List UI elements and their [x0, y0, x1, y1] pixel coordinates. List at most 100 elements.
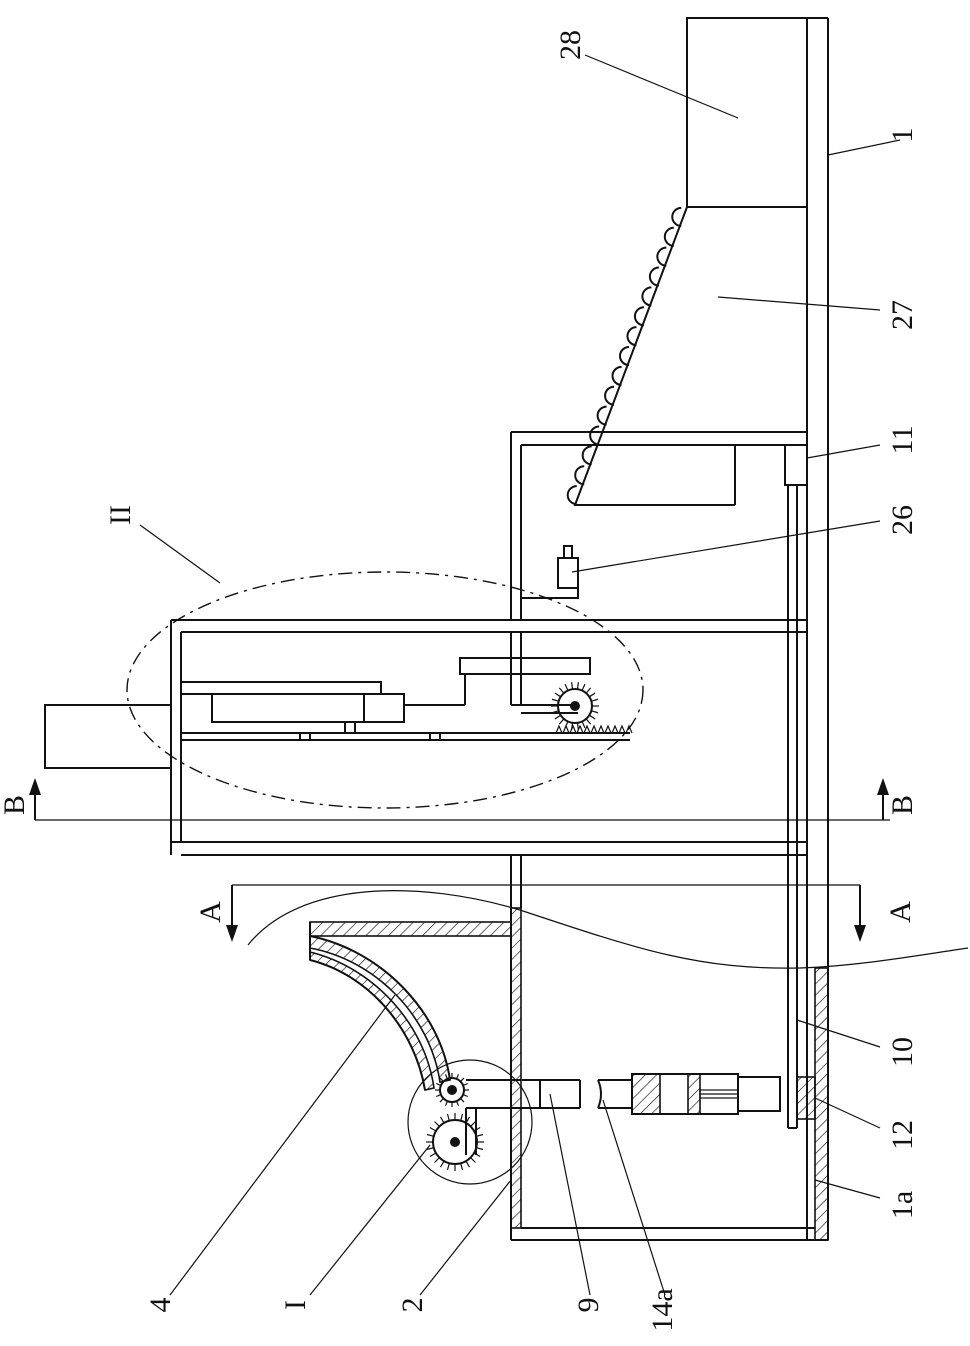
gear-tooth: [589, 715, 595, 719]
gear-upper: [551, 682, 599, 730]
sensor-26: [521, 546, 578, 598]
cylinder-14a: [598, 1074, 815, 1119]
rod-10: [788, 485, 797, 1128]
hopper-teeth: [568, 208, 682, 504]
gear-tooth: [434, 1121, 439, 1126]
internal-mechanism: [181, 632, 630, 740]
label-1: 1: [886, 128, 919, 143]
gear-tooth: [461, 1114, 463, 1121]
gear-tooth: [440, 1098, 444, 1102]
rack-tooth: [570, 726, 576, 733]
leader-II: [140, 525, 220, 583]
gear-tooth: [555, 715, 561, 719]
svg-text:2: 2: [396, 1298, 429, 1313]
gear-tooth: [434, 1158, 439, 1163]
rack-tooth: [556, 726, 562, 733]
lower-cabinet: [511, 855, 828, 1240]
gear-tooth: [582, 684, 585, 690]
label-B-left: B: [0, 795, 31, 815]
label-B-right: B: [886, 795, 919, 815]
rack-tooth: [563, 726, 569, 733]
svg-text:10: 10: [886, 1037, 919, 1067]
svg-text:A: A: [884, 901, 917, 923]
gear-tooth: [474, 1128, 480, 1132]
gear-tooth: [445, 1101, 447, 1106]
gear-tooth: [476, 1148, 483, 1150]
svg-text:A: A: [194, 901, 227, 923]
svg-text:12: 12: [886, 1120, 919, 1150]
label-A-left: A: [194, 901, 227, 923]
gear-tooth: [471, 1121, 476, 1126]
label-10: 10: [886, 1037, 919, 1067]
svg-text:9: 9: [572, 1298, 605, 1313]
gear-hub: [447, 1085, 457, 1095]
gear-tooth: [460, 1098, 464, 1102]
label-12: 12: [886, 1120, 919, 1150]
gear-tooth: [552, 699, 559, 701]
gear-tooth: [447, 1114, 449, 1121]
rack-tooth: [591, 726, 597, 733]
gear-tooth: [430, 1153, 436, 1157]
label-26: 26: [886, 505, 919, 535]
svg-text:B: B: [0, 795, 31, 815]
label-A-right: A: [884, 901, 917, 923]
gear-tooth: [441, 1117, 445, 1123]
gear-tooth: [457, 1101, 459, 1106]
svg-text:4: 4: [144, 1298, 177, 1313]
gear-tooth: [474, 1153, 480, 1157]
label-11: 11: [886, 426, 919, 455]
svg-text:26: 26: [886, 505, 919, 535]
svg-text:27: 27: [886, 300, 919, 330]
detail-ellipse-II: [127, 572, 643, 808]
label-4: 4: [144, 1298, 177, 1313]
gear-tooth: [436, 1083, 441, 1085]
base-lower-hatched: [815, 968, 828, 1240]
chute-4: [310, 922, 511, 1090]
svg-text:11: 11: [886, 426, 919, 455]
gear-tooth: [586, 719, 591, 724]
motor-block: [45, 705, 171, 768]
gear-tooth: [466, 1161, 470, 1167]
gear-tooth: [430, 1128, 436, 1132]
upper-frame: [511, 432, 807, 620]
svg-text:1: 1: [886, 128, 919, 143]
rack-tooth: [598, 726, 604, 733]
label-28: 28: [554, 30, 587, 60]
gear-tooth: [589, 693, 595, 697]
gear-tooth: [460, 1078, 464, 1082]
gear-hub: [450, 1137, 460, 1147]
tube-9: [466, 1080, 580, 1108]
gear-tooth: [441, 1161, 445, 1167]
gear-tooth: [559, 688, 564, 693]
svg-text:B: B: [886, 795, 919, 815]
svg-text:28: 28: [554, 30, 587, 60]
label-1a: 1a: [886, 1191, 919, 1219]
cabinet-wall-hatched-2: [511, 908, 521, 1228]
block-28: [687, 18, 807, 207]
label-2: 2: [396, 1298, 429, 1313]
label-9: 9: [572, 1298, 605, 1313]
gear-tooth: [591, 699, 598, 701]
gear-tooth: [476, 1134, 483, 1136]
label-14a: 14a: [646, 1288, 679, 1331]
hopper-27: [575, 207, 735, 505]
gear-tooth: [577, 682, 578, 689]
gear-tooth: [591, 711, 598, 713]
gear-tooth: [447, 1163, 449, 1170]
rack-tooth: [612, 726, 618, 733]
label-II: II: [104, 505, 137, 525]
gear-tooth: [436, 1095, 441, 1097]
gear-hub: [570, 701, 580, 711]
svg-text:14a: 14a: [646, 1288, 679, 1331]
label-27: 27: [886, 300, 919, 330]
gear-tooth: [457, 1074, 459, 1079]
rack-tooth: [619, 726, 625, 733]
gear-tooth: [559, 719, 564, 724]
label-I: I: [279, 1300, 312, 1310]
gear-tooth: [582, 721, 585, 727]
gear-tooth: [555, 693, 561, 697]
gear-tooth: [461, 1163, 463, 1170]
gear-tooth: [471, 1158, 476, 1163]
gear-tooth: [463, 1083, 468, 1085]
